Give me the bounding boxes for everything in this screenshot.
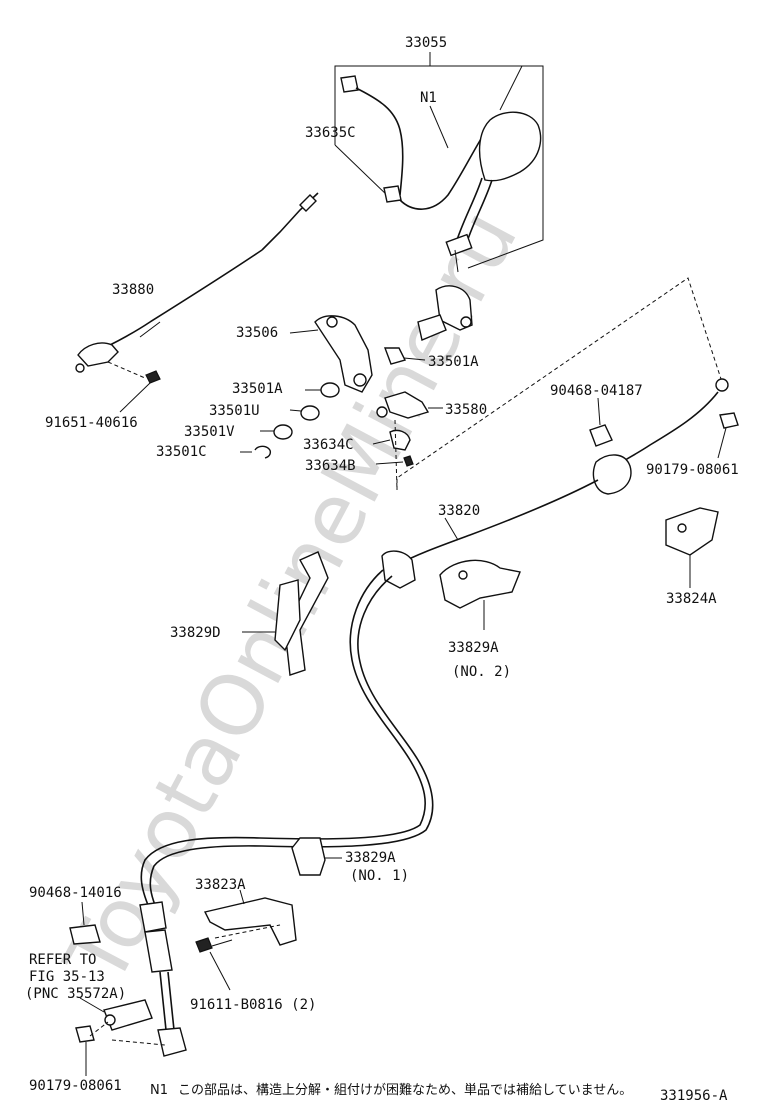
lower-link [75,997,166,1076]
bracket-33829D [242,551,329,676]
shift-arm-33580 [372,391,443,491]
label-33829A-no2: 33829A [448,640,499,656]
cable-33820 [139,378,729,1057]
harness-connector-bottom [383,185,402,203]
label-33501A-right: 33501A [428,354,479,370]
label-90179-top: 90179-08061 [646,462,739,478]
refer-line-1: REFER TO [29,952,96,968]
clamp-33829A-no2 [439,559,521,630]
shift-lever-lower [417,285,473,341]
shift-bracket-33506 [240,315,426,459]
footnote-mark: N1 [150,1083,168,1098]
label-33635C: 33635C [305,125,356,141]
label-33823A: 33823A [195,877,246,893]
label-90179-bottom: 90179-08061 [29,1078,122,1094]
label-33501U: 33501U [209,403,260,419]
label-33820: 33820 [438,503,480,519]
label-33506: 33506 [236,325,278,341]
label-no2: (NO. 2) [452,664,511,680]
label-n1: N1 [420,90,437,106]
clip-90468-14016 [69,901,101,945]
refer-line-2: FIG 35-13 [29,969,105,985]
label-33634B: 33634B [305,458,356,474]
harness-connector-top [340,75,359,93]
bracket-33823A [203,889,297,946]
label-90468-14016: 90468-14016 [29,885,122,901]
label-33501A-left: 33501A [232,381,283,397]
shift-lever-assembly [334,52,544,273]
label-33501V: 33501V [184,424,235,440]
label-33824A: 33824A [666,591,717,607]
cable-33880 [75,192,319,413]
label-33829D: 33829D [170,625,221,641]
label-33880: 33880 [112,282,154,298]
label-no1: (NO. 1) [350,868,409,884]
clamp-33829A-no1 [291,837,342,876]
label-33580: 33580 [445,402,487,418]
refer-line-3: (PNC 35572A) [25,986,126,1002]
label-33055: 33055 [405,35,447,51]
clip-90468-04187 [589,397,613,447]
label-33501C: 33501C [156,444,207,460]
label-33829A-no1: 33829A [345,850,396,866]
label-33634C: 33634C [303,437,354,453]
label-91651: 91651-40616 [45,415,138,431]
bolt-91611 [195,937,233,991]
label-91611: 91611-B0816 (2) [190,997,316,1013]
bracket-33824A [665,507,719,588]
nut-90179-top [717,412,739,459]
footnote-text: この部品は、構造上分解・組付けが困難なため、単品では補給していません。 [178,1082,632,1098]
label-90468-04187: 90468-04187 [550,383,643,399]
shift-knob [478,111,542,182]
figure-id: 331956-A [660,1088,728,1104]
